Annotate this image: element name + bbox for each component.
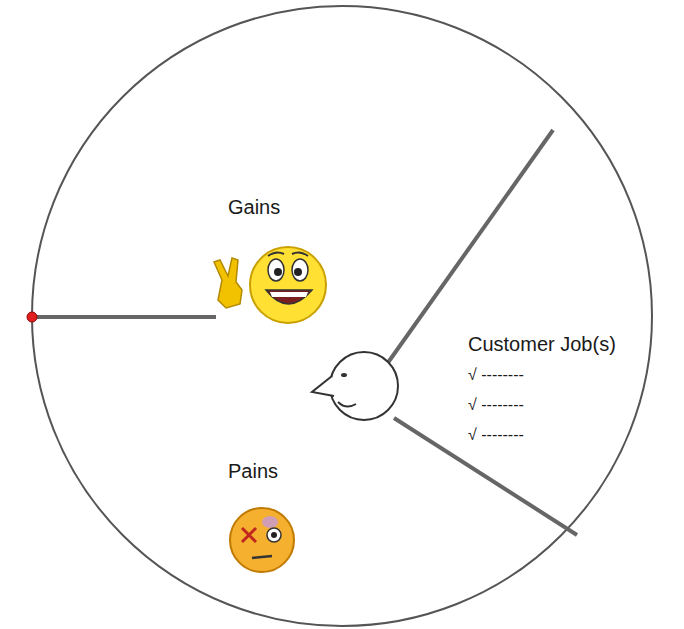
pain-bruise [262, 516, 278, 528]
pain-mouth [252, 556, 272, 558]
head-eye [341, 373, 347, 377]
head-circle [330, 352, 398, 420]
smiley-face [250, 247, 326, 323]
peace-hand [214, 258, 242, 308]
smiley-mouth [266, 290, 312, 304]
gains-smiley [214, 247, 326, 323]
pain-x-eye [242, 528, 256, 542]
red-dot [27, 312, 37, 322]
pain-pupil [271, 532, 277, 538]
divider-line [32, 315, 216, 319]
pain-eye [267, 528, 281, 542]
head-nose [312, 376, 334, 396]
gains-label: Gains [228, 196, 280, 219]
head-smile [338, 402, 356, 407]
pains-label: Pains [228, 460, 278, 483]
smiley-eye [268, 259, 284, 281]
pains-face [230, 508, 294, 572]
smiley-brow [268, 252, 284, 256]
smiley-teeth [270, 292, 308, 297]
smiley-pupil [274, 268, 282, 276]
smiley-eye [292, 259, 308, 281]
divider-line [394, 418, 577, 535]
job-item: √ -------- [468, 396, 524, 414]
profile-circle [32, 6, 652, 626]
customer-head [312, 352, 398, 420]
smiley-pupil [294, 268, 302, 276]
smiley-brow [292, 252, 308, 256]
divider-line [387, 130, 553, 364]
job-item: √ -------- [468, 366, 524, 384]
jobs-heading: Customer Job(s) [468, 333, 616, 356]
job-item: √ -------- [468, 426, 524, 444]
pain-face [230, 508, 294, 572]
